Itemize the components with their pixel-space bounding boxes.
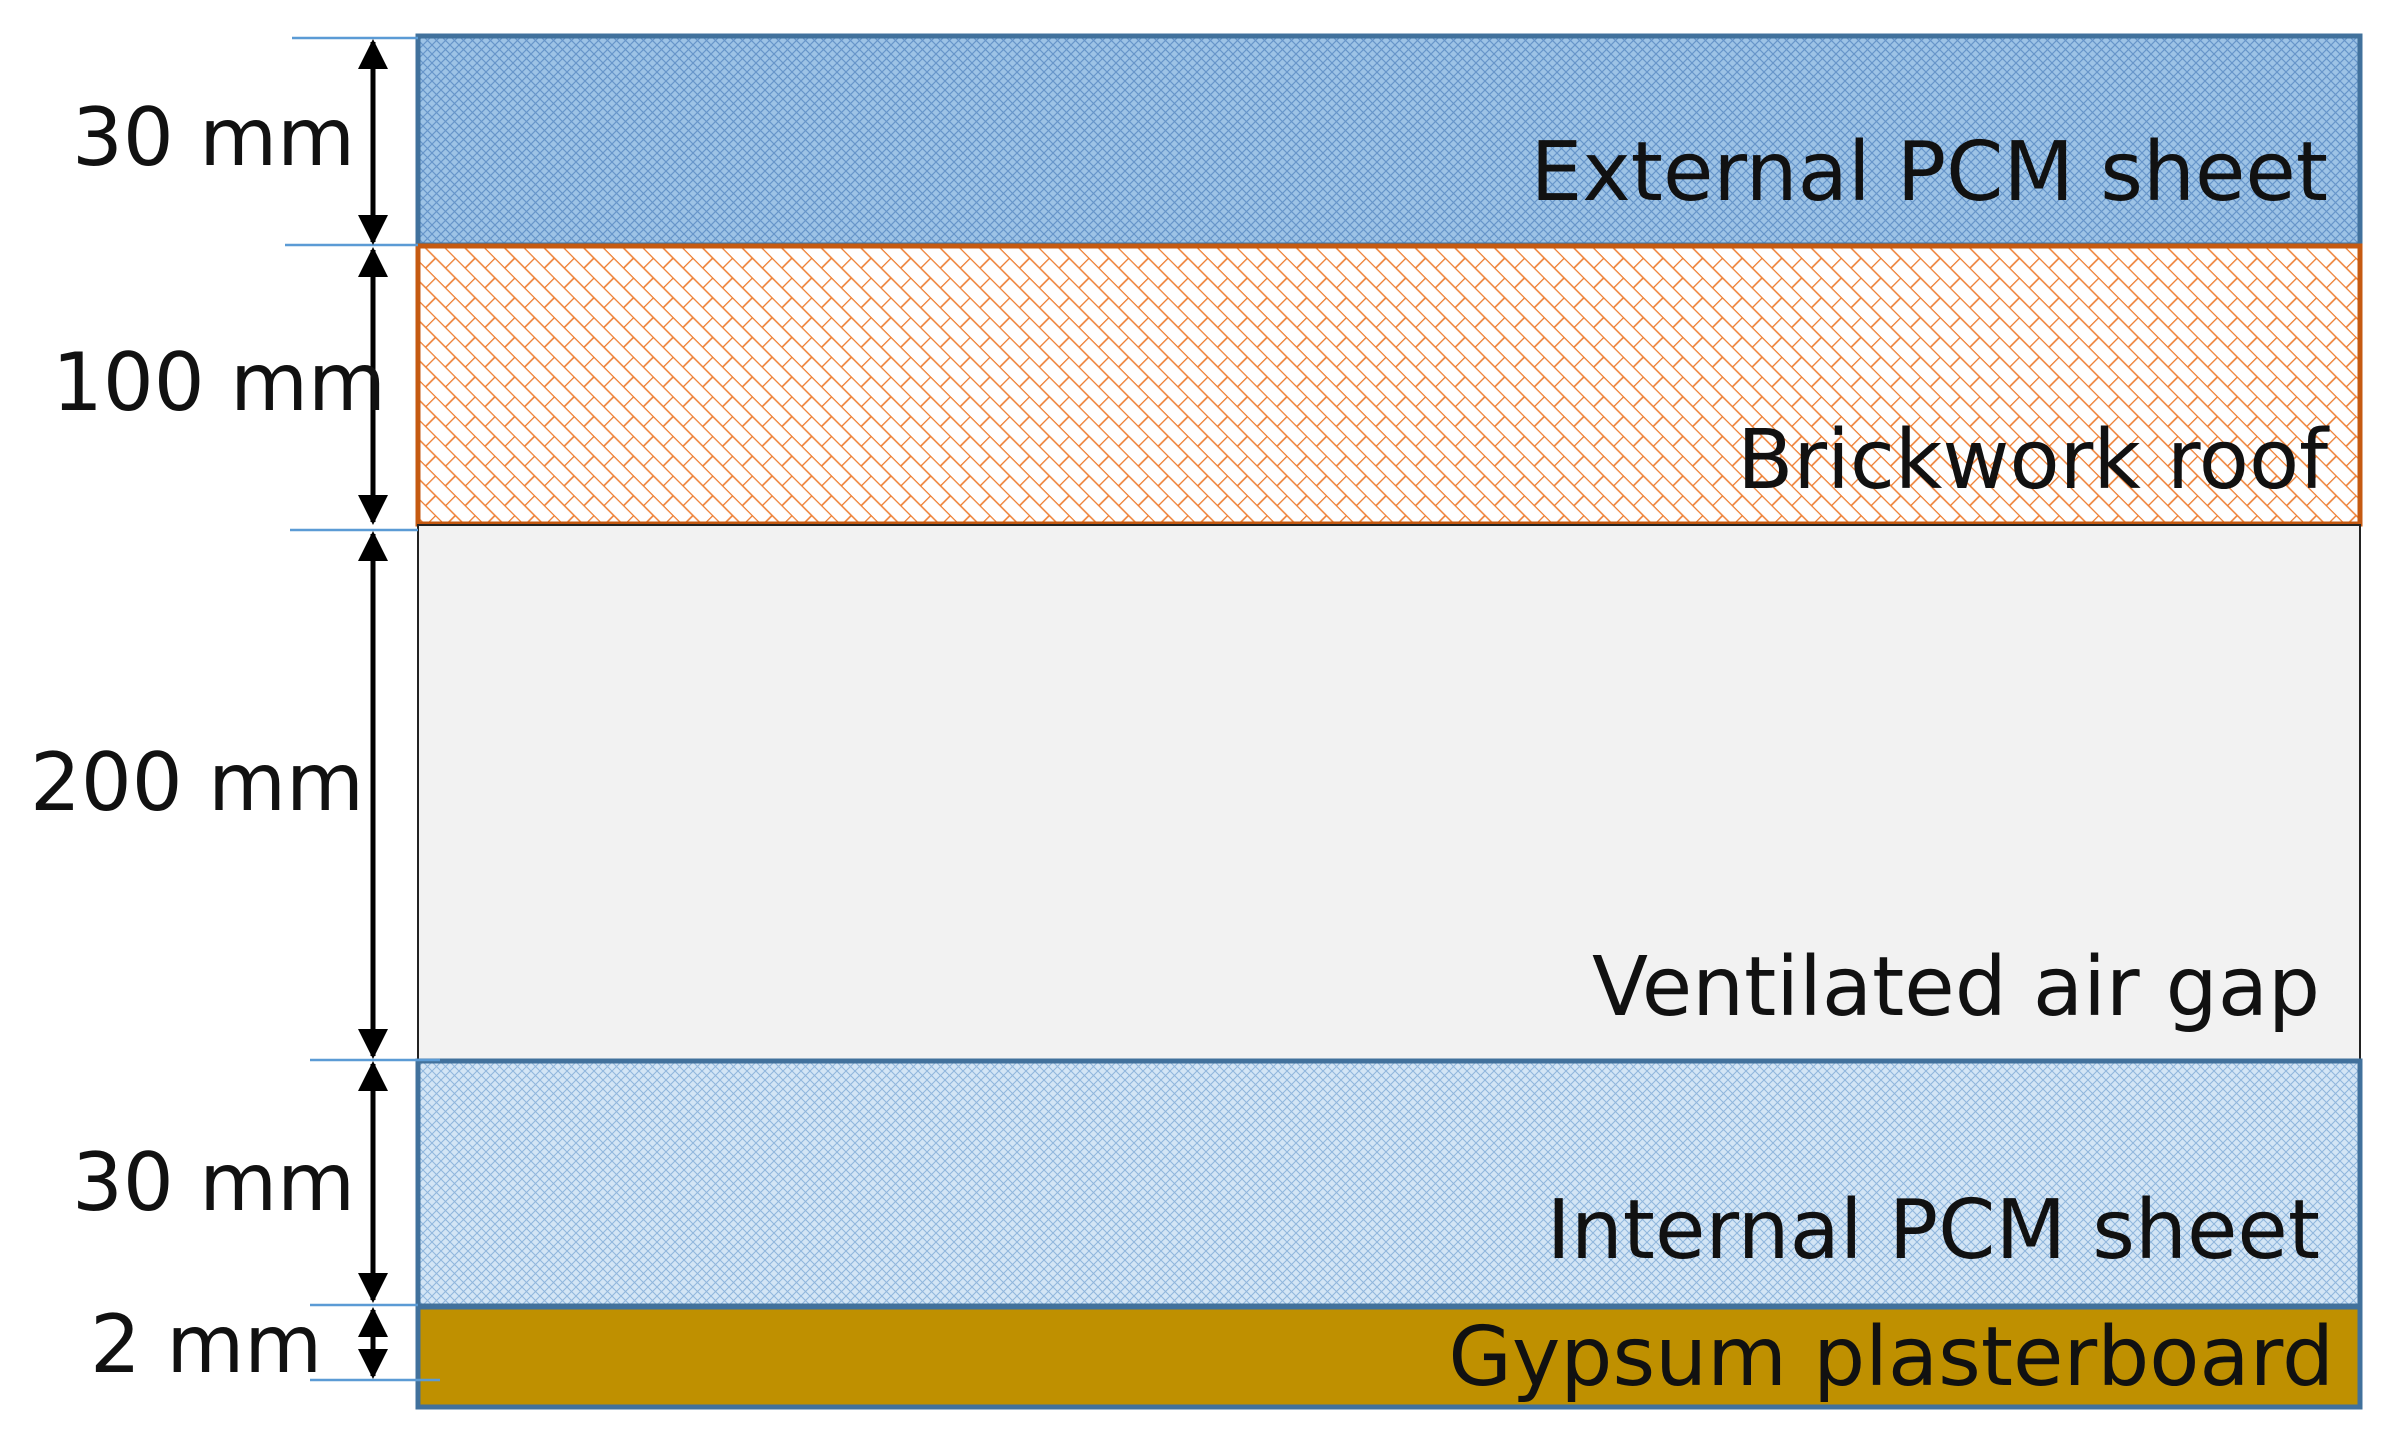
- dimension-labels: 30 mm 100 mm 200 mm 30 mm 2 mm: [30, 91, 386, 1391]
- layer-external-pcm-sheet-label: External PCM sheet: [1530, 125, 2328, 220]
- layer-brickwork-roof-label: Brickwork roof: [1737, 413, 2330, 508]
- layer-internal-pcm-sheet: Internal PCM sheet: [415, 1058, 2363, 1309]
- dimension-label-gypsum: 2 mm: [90, 1298, 322, 1391]
- layer-gypsum-plasterboard-fill: [415, 1304, 2363, 1410]
- layer-external-pcm-sheet-fill: [415, 33, 2363, 248]
- layer-gypsum-plasterboard: Gypsum plasterboard: [415, 1304, 2363, 1410]
- layer-brickwork-roof: Brickwork roof: [415, 243, 2363, 527]
- layer-brickwork-roof-fill: [415, 243, 2363, 527]
- layer-ventilated-air-gap-fill: [417, 524, 2361, 1061]
- layer-ventilated-air-gap-label: Ventilated air gap: [1592, 940, 2320, 1035]
- layer-ventilated-air-gap: Ventilated air gap: [417, 524, 2361, 1061]
- extension-lines: [285, 36, 440, 1382]
- layer-internal-pcm-sheet-label: Internal PCM sheet: [1547, 1183, 2320, 1278]
- dimension-label-internal-pcm: 30 mm: [72, 1136, 355, 1229]
- layer-internal-pcm-sheet-fill: [415, 1058, 2363, 1309]
- layer-external-pcm-sheet: External PCM sheet: [415, 33, 2363, 248]
- layer-gypsum-plasterboard-label: Gypsum plasterboard: [1448, 1310, 2334, 1405]
- dimension-label-air-gap: 200 mm: [30, 736, 364, 829]
- dimension-label-brickwork: 100 mm: [52, 336, 386, 429]
- dimension-label-external-pcm: 30 mm: [72, 91, 355, 184]
